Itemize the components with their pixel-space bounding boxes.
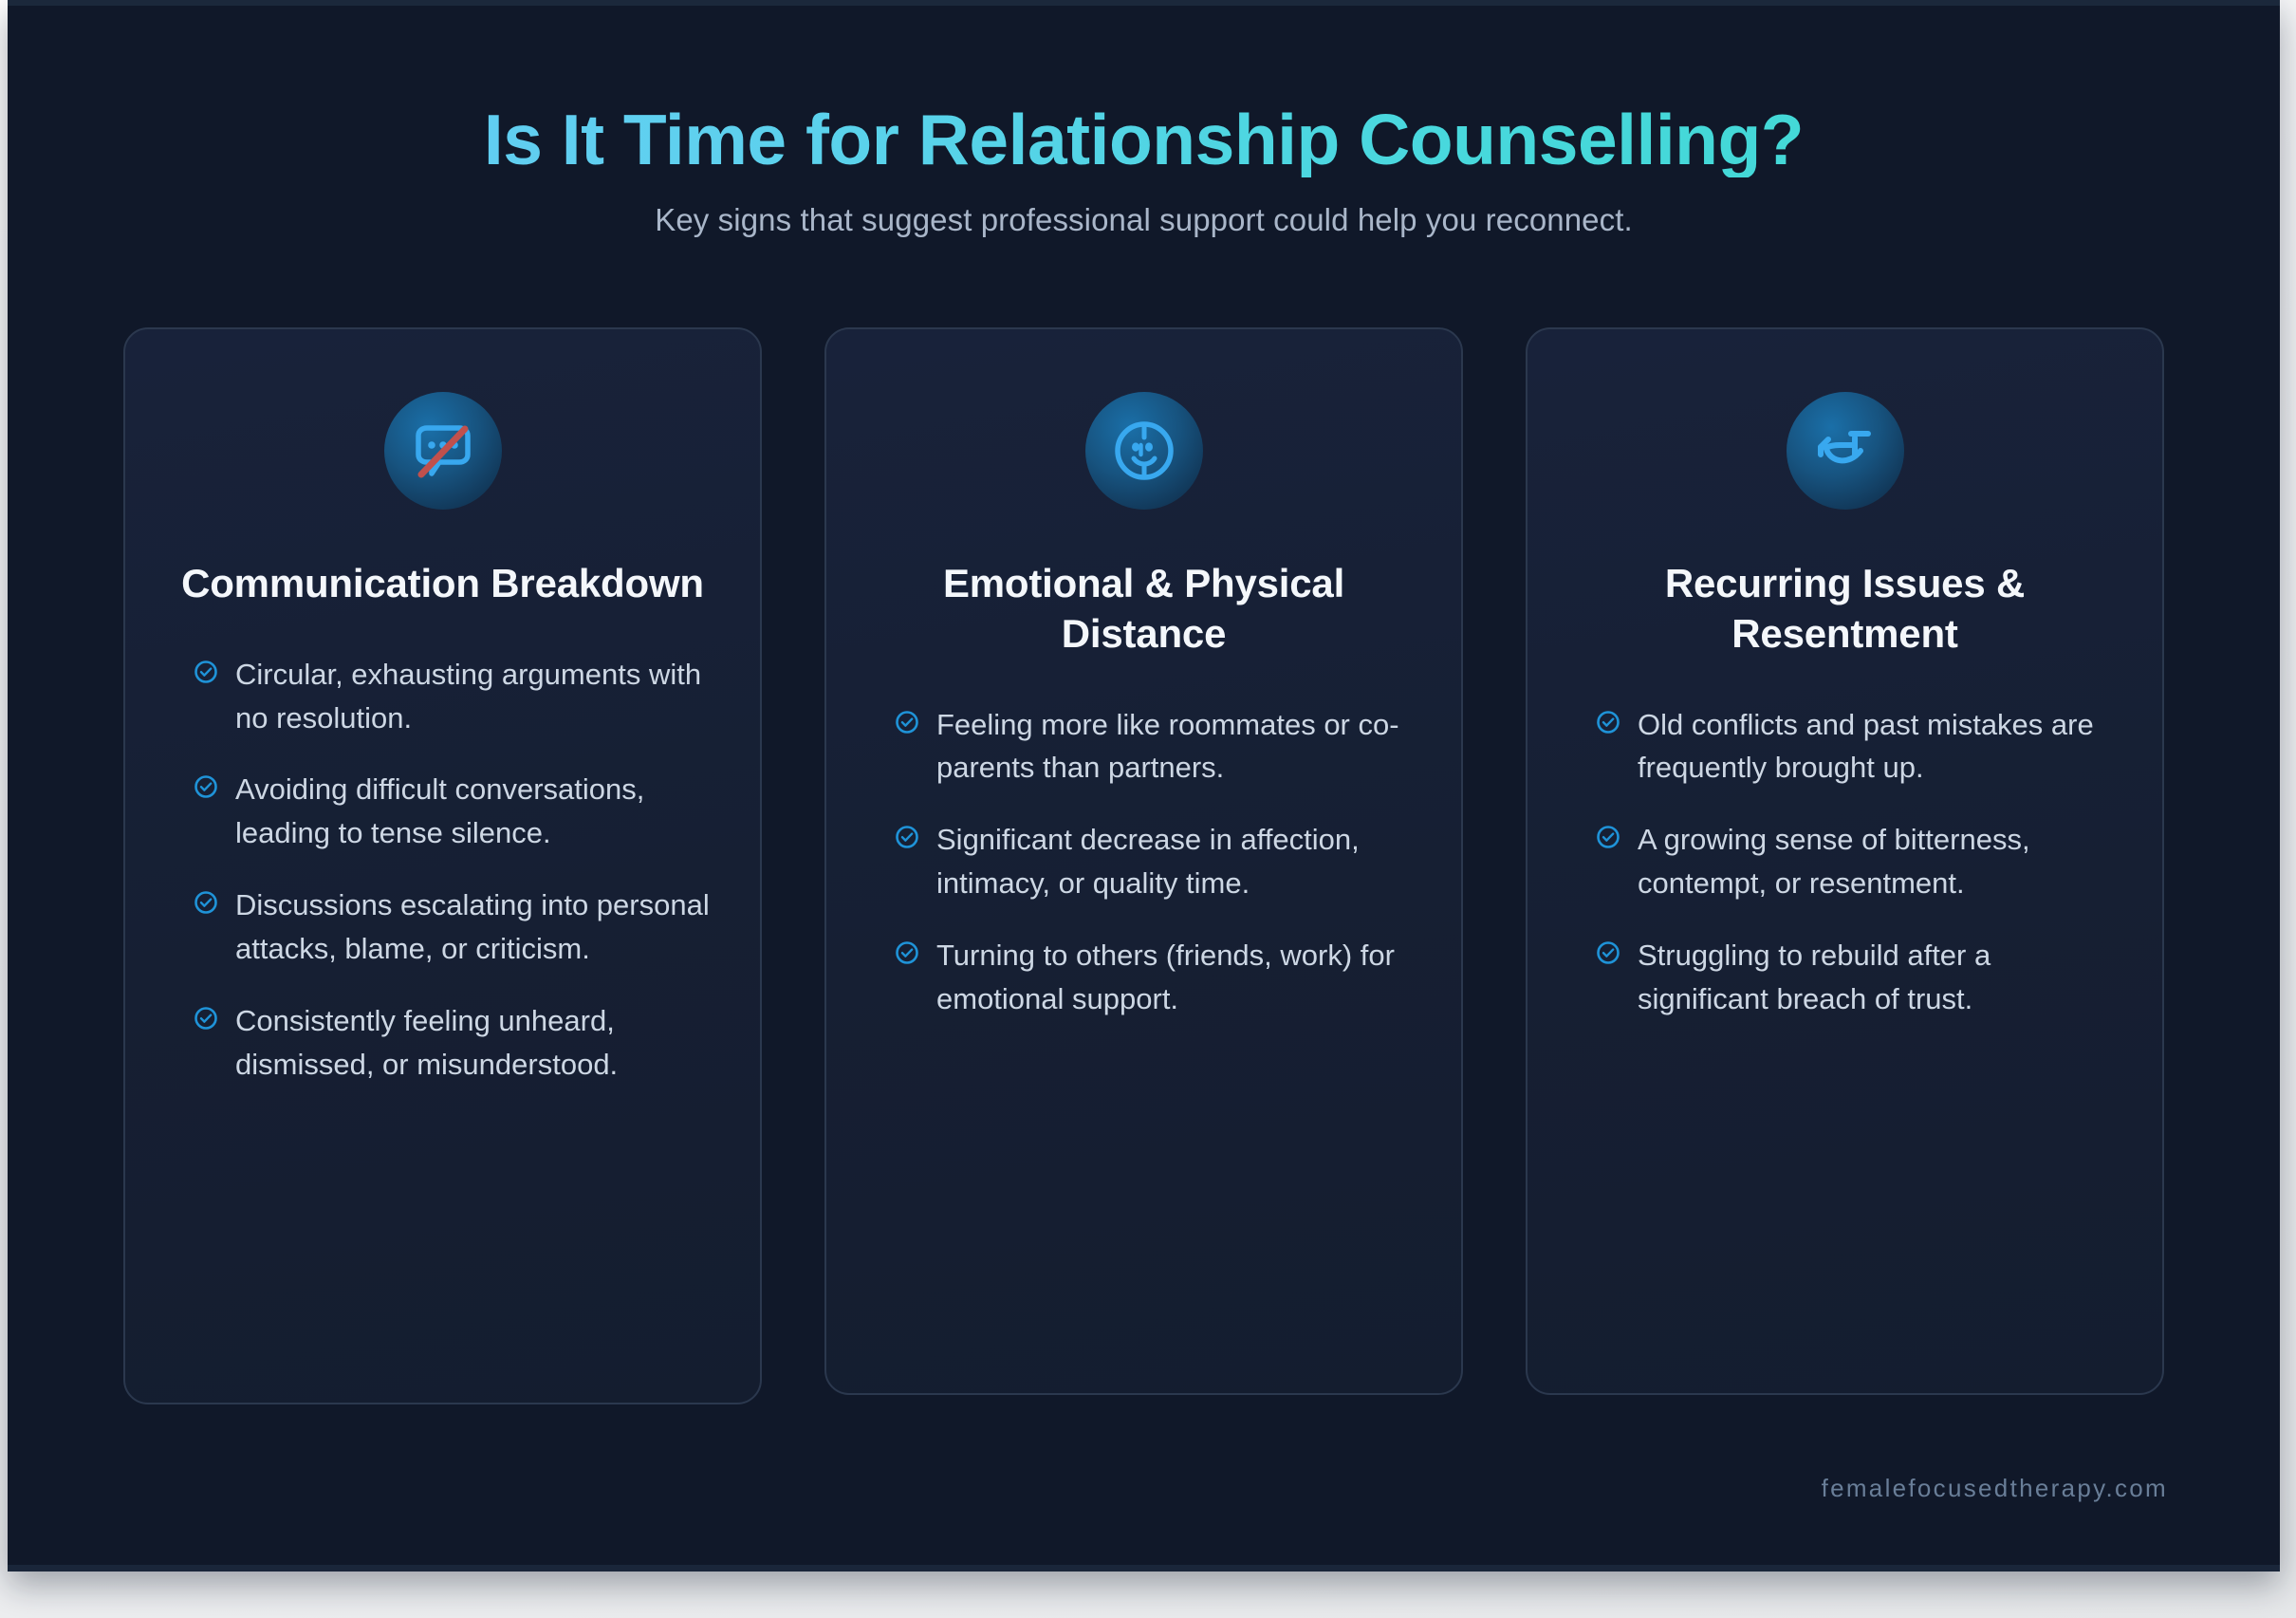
- card-communication-breakdown: Communication Breakdown Circular, exhaus…: [123, 326, 762, 1404]
- divided-face-icon: [1084, 391, 1203, 510]
- list-item-text: Struggling to rebuild after a significan…: [1638, 939, 1991, 1015]
- infographic-canvas: Is It Time for Relationship Counselling?…: [8, 0, 2280, 1572]
- page-title: Is It Time for Relationship Counselling?: [8, 102, 2280, 177]
- list-item: Significant decrease in affection, intim…: [876, 818, 1412, 905]
- bullet-list: Circular, exhausting arguments with no r…: [175, 653, 711, 1087]
- cards-row: Communication Breakdown Circular, exhaus…: [8, 238, 2280, 1404]
- check-circle-icon: [895, 940, 919, 970]
- list-item-text: Old conflicts and past mistakes are freq…: [1638, 707, 2094, 785]
- check-circle-icon: [194, 660, 218, 689]
- check-circle-icon: [1596, 710, 1620, 739]
- card-emotional-physical-distance: Emotional & Physical Distance Feeling mo…: [824, 326, 1463, 1395]
- list-item: Feeling more like roommates or co-parent…: [876, 703, 1412, 790]
- page-subtitle: Key signs that suggest professional supp…: [655, 201, 1633, 237]
- no-communication-icon: [383, 391, 502, 510]
- check-circle-icon: [1596, 825, 1620, 854]
- header: Is It Time for Relationship Counselling?…: [8, 0, 2280, 238]
- check-circle-icon: [194, 1006, 218, 1035]
- recurring-loop-icon: [1786, 391, 1904, 510]
- check-circle-icon: [895, 825, 919, 854]
- list-item: Avoiding difficult conversations, leadin…: [175, 768, 711, 855]
- list-item: A growing sense of bitterness, contempt,…: [1577, 818, 2113, 905]
- list-item-text: Discussions escalating into personal att…: [235, 888, 710, 966]
- card-title: Emotional & Physical Distance: [942, 560, 1345, 656]
- list-item: Discussions escalating into personal att…: [175, 883, 711, 971]
- check-circle-icon: [1596, 940, 1620, 970]
- list-item-text: Significant decrease in affection, intim…: [936, 823, 1360, 901]
- footer-website: femalefocusedtherapy.com: [1821, 1474, 2168, 1502]
- card-recurring-issues-resentment: Recurring Issues & Resentment Old confli…: [1526, 326, 2164, 1395]
- list-item: Consistently feeling unheard, dismissed,…: [175, 999, 711, 1087]
- list-item: Struggling to rebuild after a significan…: [1577, 934, 2113, 1021]
- list-item: Old conflicts and past mistakes are freq…: [1577, 703, 2113, 790]
- list-item: Turning to others (friends, work) for em…: [876, 934, 1412, 1021]
- bullet-list: Old conflicts and past mistakes are freq…: [1577, 703, 2113, 1021]
- list-item: Circular, exhausting arguments with no r…: [175, 653, 711, 740]
- check-circle-icon: [194, 890, 218, 920]
- list-item-text: Consistently feeling unheard, dismissed,…: [235, 1003, 619, 1081]
- list-item-text: Feeling more like roommates or co-parent…: [936, 707, 1399, 785]
- list-item-text: Circular, exhausting arguments with no r…: [235, 657, 702, 735]
- card-title: Communication Breakdown: [181, 560, 704, 605]
- card-title: Recurring Issues & Resentment: [1664, 560, 2026, 656]
- list-item-text: Turning to others (friends, work) for em…: [936, 939, 1395, 1015]
- check-circle-icon: [895, 710, 919, 739]
- list-item-text: A growing sense of bitterness, contempt,…: [1638, 823, 2030, 901]
- check-circle-icon: [194, 774, 218, 804]
- list-item-text: Avoiding difficult conversations, leadin…: [235, 772, 645, 850]
- bullet-list: Feeling more like roommates or co-parent…: [876, 703, 1412, 1021]
